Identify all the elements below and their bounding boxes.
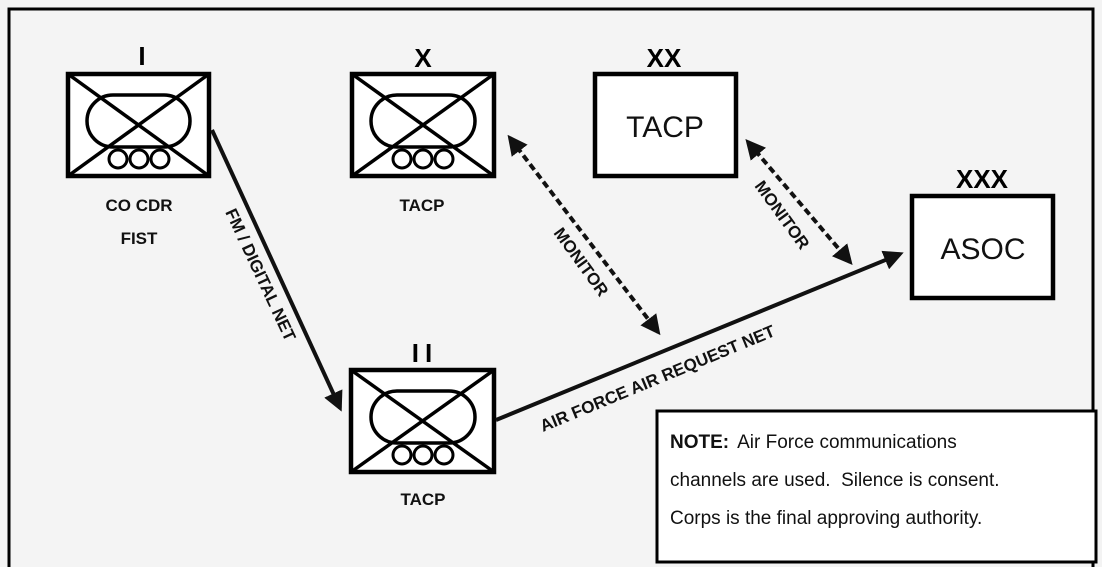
note-line-2: channels are used. Silence is consent. [670, 470, 1000, 491]
wheel-icon [433, 444, 455, 466]
wheel-icon [149, 148, 171, 170]
wheel-icon [128, 148, 150, 170]
unit-tacp-brigade: X TACP [349, 43, 497, 215]
echelon-i: I [138, 41, 145, 71]
air-request-net-arrow [495, 250, 904, 422]
unit-label: FIST [121, 229, 158, 248]
cross-line [66, 72, 211, 178]
wheel-icon [412, 444, 434, 466]
echelon-xxx: XXX [956, 164, 1009, 194]
cross-line [349, 368, 496, 474]
note-line-3: Corps is the final approving authority. [670, 508, 982, 529]
unit-co-cdr-fist: I CO CDR FIST [65, 41, 212, 248]
echelon-ii: II [412, 338, 438, 368]
unit-tacp-battalion: II TACP [348, 338, 497, 509]
cross-line [350, 72, 496, 178]
note-text: Air Force communications [737, 432, 957, 453]
monitor-arrow-1 [507, 134, 661, 336]
unit-label: TACP [399, 196, 444, 215]
note-line-1: NOTE: Air Force communications [670, 432, 957, 453]
note-frame [655, 409, 1098, 564]
armor-symbol [85, 93, 192, 149]
note-heading: NOTE: [670, 432, 729, 453]
unit-asoc: XXX ASOC [909, 164, 1056, 301]
echelon-xx: XX [647, 43, 682, 73]
echelon-x: X [414, 43, 432, 73]
wheel-icon [391, 444, 413, 466]
note-box: NOTE: Air Force communications channels a… [655, 409, 1098, 564]
unit-label: TACP [400, 490, 445, 509]
unit-frame [909, 193, 1056, 301]
unit-box-text: TACP [626, 111, 704, 144]
wheel-icon [107, 148, 129, 170]
unit-box-text: ASOC [940, 233, 1025, 266]
armor-symbol [369, 93, 477, 149]
fm-digital-net-arrow [210, 129, 343, 412]
wheel-icon [412, 148, 434, 170]
wheel-icon [433, 148, 455, 170]
unit-label: CO CDR [105, 196, 172, 215]
monitor-arrow-2 [745, 138, 853, 266]
wheel-icon [391, 148, 413, 170]
armor-symbol [369, 389, 477, 445]
